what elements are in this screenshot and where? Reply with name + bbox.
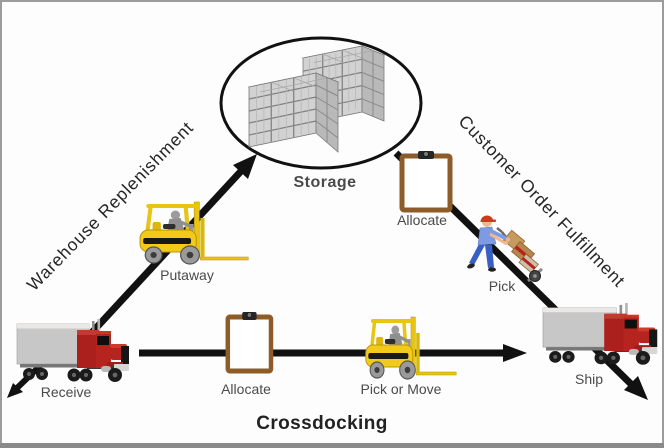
ship-label: Ship	[575, 371, 603, 387]
bottom-border-strip	[0, 443, 664, 448]
pick-label: Pick	[489, 278, 516, 294]
storage-rack-left-icon	[247, 72, 340, 153]
receive-label: Receive	[41, 384, 92, 400]
allocate-upper-label: Allocate	[397, 212, 447, 228]
putaway-label: Putaway	[160, 267, 214, 283]
crossdocking-arrow	[139, 344, 527, 362]
replenishment-arrow	[82, 154, 257, 343]
picker-worker-icon	[467, 215, 543, 283]
allocate-upper-clipboard-icon	[402, 151, 450, 210]
storage-label: Storage	[293, 174, 356, 191]
allocate-lower-clipboard-icon	[228, 312, 271, 371]
allocate-lower-label: Allocate	[221, 381, 271, 397]
pick-or-move-label: Pick or Move	[361, 381, 442, 397]
storage-oval	[219, 36, 423, 170]
crossdocking-title: Crossdocking	[256, 413, 388, 434]
